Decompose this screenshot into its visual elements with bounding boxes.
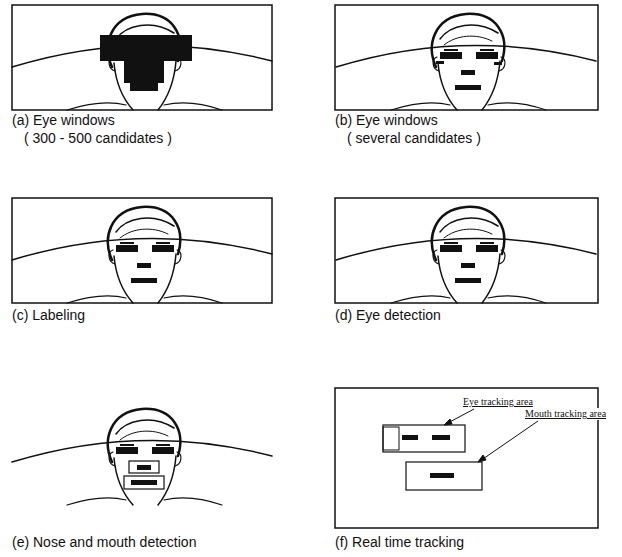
panel-caption: (b) Eye windows xyxy=(335,112,438,129)
panel-caption: (f) Real time tracking xyxy=(335,534,464,551)
callout-label: Eye tracking area xyxy=(462,396,534,408)
panel-caption: (d) Eye detection xyxy=(335,307,441,324)
panel-caption: ( several candidates ) xyxy=(347,130,481,147)
panel-caption: (c) Labeling xyxy=(12,307,85,324)
callout-label: Mouth tracking area xyxy=(524,408,607,420)
panel-caption: (a) Eye windows xyxy=(12,112,115,129)
panel-caption: ( 300 - 500 candidates ) xyxy=(24,130,172,147)
panel-caption: (e) Nose and mouth detection xyxy=(12,534,196,551)
